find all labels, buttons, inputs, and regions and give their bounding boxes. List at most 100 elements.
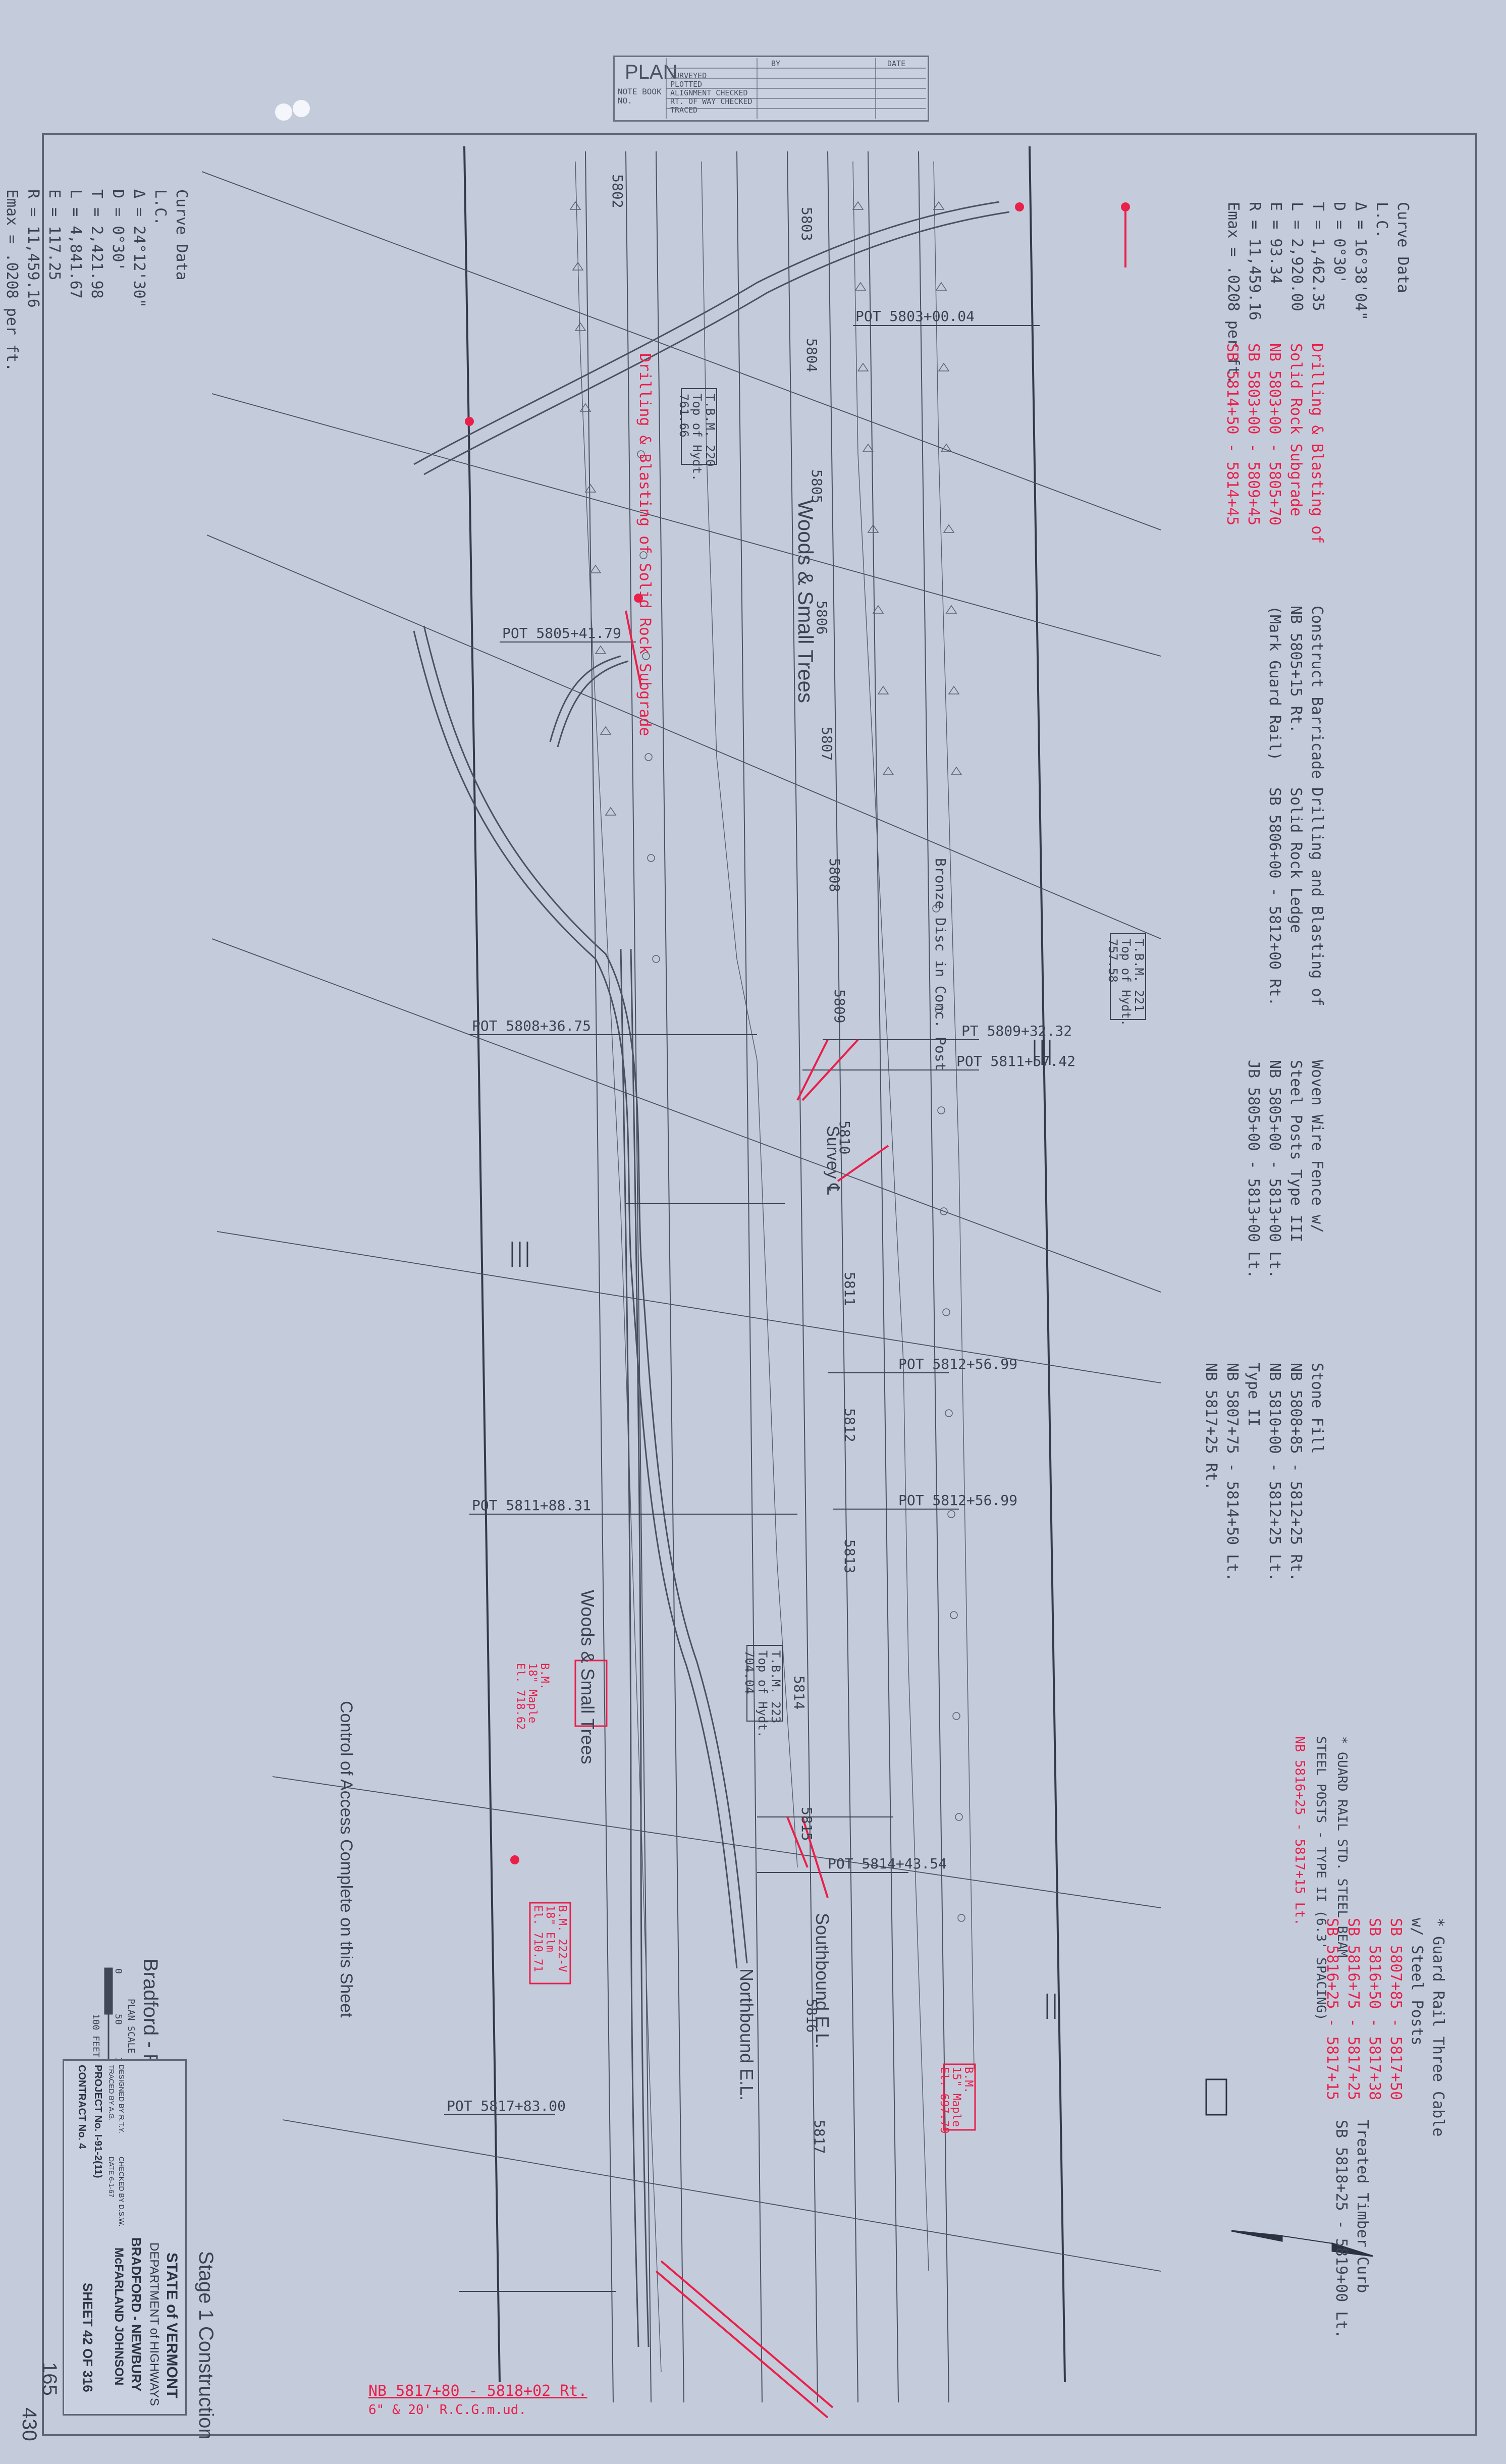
station-label: 5812 — [841, 1408, 858, 1442]
station-label: 5807 — [819, 727, 835, 761]
survey-label: Survey ℄ — [823, 1126, 842, 1195]
tb-contract: CONTRACT No. 4 — [76, 2065, 87, 2149]
station-label: 5809 — [831, 989, 848, 1024]
curve-data-title: Curve Data — [1394, 202, 1412, 293]
slope-lines — [575, 161, 975, 2373]
red-markings — [625, 204, 1126, 2419]
southbound-label: Southbound E.L. — [812, 1913, 833, 2049]
by-label: BY — [771, 59, 781, 68]
pt-label: PT 5809+32.32 — [961, 1023, 1072, 1039]
culvert-lines — [201, 171, 1161, 2272]
station-label: 5804 — [803, 338, 820, 372]
tb-project: PROJECT No. I-91-2(11) — [92, 2065, 103, 2178]
station-label: 5808 — [826, 858, 843, 892]
plan-row: PLOTTED — [670, 80, 703, 89]
punch-hole — [293, 100, 310, 117]
pencil-bottom-number: 430 — [18, 2407, 40, 2441]
tb-date: DATE 6-1-67 — [107, 2157, 116, 2198]
station-leaders — [444, 325, 1040, 2292]
woods-label: Woods & Small Trees — [577, 1590, 598, 1764]
barricade-note: Construct Barricade NB 5805+15 Rt. (Mark… — [1266, 606, 1326, 779]
tb-traced: TRACED BY A.G. — [107, 2065, 116, 2121]
existing-road — [413, 625, 748, 2347]
right-of-way-lines — [463, 146, 1066, 2383]
plan-box-title: PLAN — [625, 61, 678, 83]
scale-zero: 0 — [113, 1968, 124, 1974]
tb-sheet: SHEET 42 OF 316 — [80, 2283, 95, 2392]
pot-label: POT 5811+57.42 — [956, 1053, 1076, 1069]
tb-dept: DEPARTMENT of HIGHWAYS — [147, 2242, 161, 2406]
bronze-disc-note: Bronze Disc in Conc. Post — [932, 858, 949, 1071]
pot-label: POT 5805+41.79 — [502, 625, 622, 641]
punch-hole — [275, 103, 292, 121]
stage-label: Stage 1 Construction — [195, 2251, 217, 2440]
pot-label: POT 5812+56.99 — [898, 1492, 1018, 1509]
pot-label: POT 5808+36.75 — [472, 1017, 591, 1034]
station-label: 5813 — [841, 1539, 858, 1574]
triangle-markers — [569, 201, 962, 816]
no-label: NO. — [618, 96, 632, 105]
date-label: DATE — [887, 59, 906, 68]
tb-designed: DESIGNED BY R.T.Y. — [118, 2065, 126, 2133]
title-block: STATE of VERMONT DEPARTMENT of HIGHWAYS … — [63, 2059, 187, 2416]
scale-fifty: 50 — [113, 2014, 124, 2025]
station-label: 5814 — [791, 1676, 808, 1710]
station-label: 5805 — [809, 469, 825, 504]
woods-label: Woods & Small Trees — [794, 500, 818, 704]
plan-row: ALIGNMENT CHECKED — [670, 88, 748, 97]
station-label: 5811 — [841, 1272, 858, 1306]
plan-row: RT. OF WAY CHECKED — [670, 97, 752, 106]
stone-fill-note: Stone Fill NB 5808+85 - 5812+25 Rt. NB 5… — [1202, 1363, 1326, 1582]
curve-data-subtitle: L.C. — [1373, 202, 1390, 239]
culvert-diagonal — [413, 201, 1010, 475]
tb-town: BRADFORD - NEWBURY — [129, 2237, 144, 2392]
timber-curb-note: Treated Timber Curb SB 5818+25 - 5819+00… — [1332, 2120, 1371, 2339]
scale-title: PLAN SCALE — [126, 1999, 136, 2054]
note-book-label: NOTE BOOK — [618, 87, 662, 96]
drilling2-note: Drilling and Blasting of Solid Rock Ledg… — [1266, 787, 1326, 1006]
drill-header-red: Drilling & Blasting of Solid Rock Subgra… — [636, 353, 654, 736]
curve-data-title: Curve Data — [173, 189, 190, 281]
plan-box-grid — [666, 58, 926, 119]
station-label: 5815 — [798, 1807, 815, 1841]
pot-label: POT 5803+00.04 — [855, 308, 975, 325]
circle-markers — [637, 450, 965, 1922]
north-arrow — [1205, 2078, 1373, 2257]
curve-data-left: Curve Data L.C. Δ = 24°12'30"D = 0°30'T … — [1, 189, 192, 371]
bottom-red-note: NB 5817+80 - 5818+02 Rt. — [368, 2382, 587, 2400]
pot-label: POT 5817+83.00 — [447, 2098, 566, 2114]
red-boxes — [529, 1659, 976, 2131]
tb-consultant: McFARLAND JOHNSON — [112, 2247, 126, 2386]
station-label: 5803 — [798, 207, 815, 241]
bottom-red-note-2: 6" & 20' R.C.G.m.ud. — [368, 2402, 527, 2418]
scale-unit: 100 FEET — [90, 2014, 101, 2058]
plan-row: TRACED — [670, 105, 698, 115]
cable-rail-note: * Guard Rail Three Cable w/ Steel Posts … — [1323, 1918, 1447, 2137]
scale-bar — [104, 1967, 113, 2059]
red-dots — [465, 202, 1130, 1864]
fence-note: Woven Wire Fence w/ Steel Posts Type III… — [1245, 1060, 1326, 1279]
station-label: 5817 — [811, 2120, 828, 2154]
access-note: Control of Access Complete on this Sheet — [337, 1701, 356, 2018]
tb-checked: CHECKED BY D.S.W. — [118, 2157, 126, 2227]
row-break-marks — [511, 1040, 1056, 2019]
survey-lines — [585, 151, 949, 2403]
drilling-note: Drilling & Blasting of Solid Rock Subgra… — [1223, 343, 1326, 544]
northbound-label: Northbound E.L. — [736, 1968, 757, 2101]
tb-state: STATE of VERMONT — [164, 2253, 180, 2398]
tbm-boxes — [681, 388, 1146, 1722]
pot-label: POT 5811+88.31 — [472, 1497, 591, 1514]
pencil-sheet-number: 165 — [38, 2362, 61, 2396]
pot-label: POT 5814+43.54 — [828, 1855, 947, 1872]
curve-data-subtitle: L.C. — [151, 189, 169, 226]
sheet-border — [42, 133, 1477, 2436]
ramp-curve — [549, 655, 629, 747]
